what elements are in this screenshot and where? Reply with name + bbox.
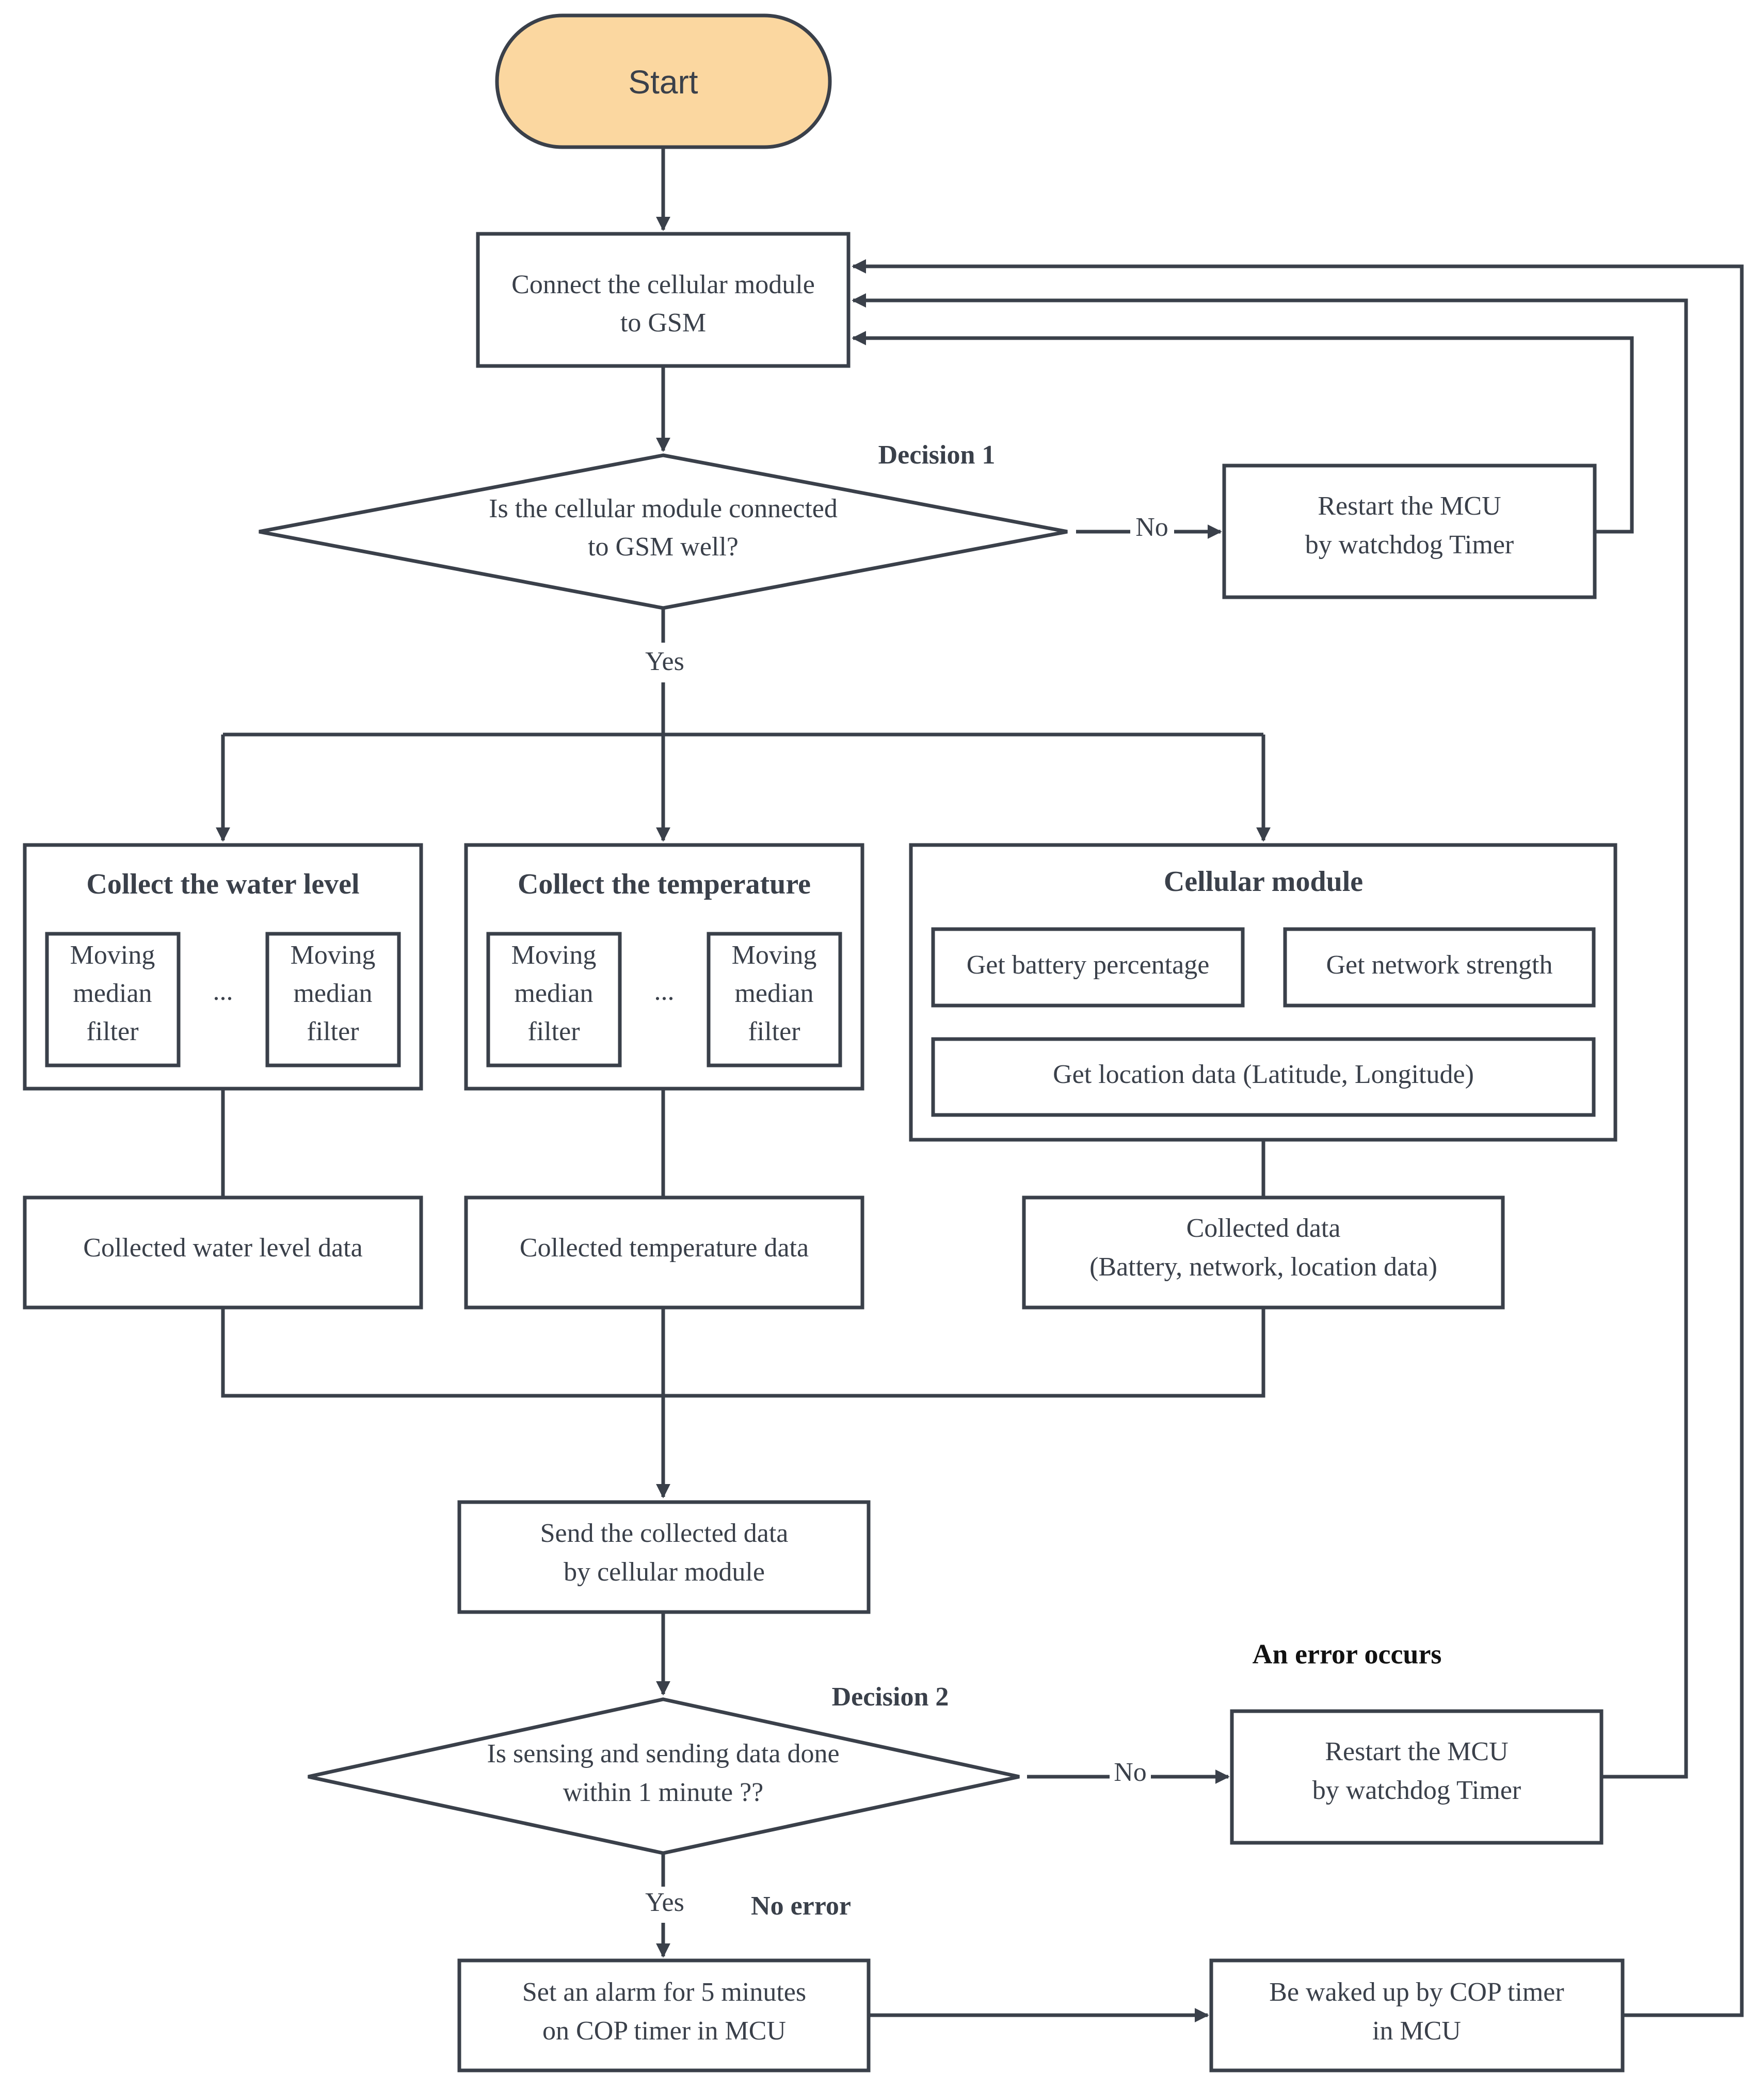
wake-box: [1209, 1958, 1625, 2072]
water-filter-1-line-3: filter: [86, 1017, 138, 1046]
restart2-line-1: Restart the MCU: [1325, 1737, 1508, 1766]
location-label: Get location data (Latitude, Longitude): [1053, 1060, 1474, 1089]
temperature-group: Collect the temperature Moving median fi…: [464, 843, 864, 1091]
water-filter-2-line-1: Moving: [291, 940, 376, 970]
start-label: Start: [628, 63, 698, 101]
restart1-node: Restart the MCU by watchdog Timer: [1222, 464, 1597, 599]
temp-ellipsis: ...: [654, 977, 675, 1006]
restart1-line-2: by watchdog Timer: [1305, 530, 1514, 560]
decision2-label: Decision 2: [832, 1682, 949, 1712]
edge-wake-loop: [852, 259, 1744, 2017]
send-box: [457, 1500, 871, 1614]
temp-filter-1-box: [486, 932, 622, 1067]
decision1-label: Decision 1: [878, 440, 996, 470]
water-filter-1-line-1: Moving: [70, 940, 155, 970]
decision1-line-2: to GSM well?: [588, 532, 739, 562]
connectors: [216, 147, 1744, 2022]
cell-data-box: [1022, 1195, 1505, 1310]
decision2-line-1: Is sensing and sending data done: [487, 1739, 839, 1768]
decision1-diamond: [259, 453, 1068, 610]
send-line-1: Send the collected data: [540, 1519, 789, 1548]
cell-data-line-1: Collected data: [1186, 1214, 1341, 1243]
water-filter-1-box: [45, 932, 181, 1067]
start-shape: [495, 13, 832, 149]
yes-label-2: Yes: [645, 1888, 684, 1917]
battery-label: Get battery percentage: [967, 950, 1210, 980]
alarm-line-2: on COP timer in MCU: [542, 2016, 786, 2046]
water-ellipsis: ...: [213, 977, 233, 1006]
edge-restart2-loop: [852, 293, 1688, 1779]
decision1-node: Is the cellular module connected to GSM …: [259, 440, 1068, 610]
network-box: [1283, 927, 1596, 1008]
location-box: [931, 1037, 1596, 1117]
alarm-box: [457, 1958, 871, 2072]
send-line-2: by cellular module: [564, 1557, 765, 1587]
cell-data-line-2: (Battery, network, location data): [1089, 1252, 1437, 1282]
wake-line-2: in MCU: [1372, 2016, 1461, 2046]
water-level-title: Collect the water level: [86, 868, 359, 900]
temp-filter-2-line-3: filter: [748, 1017, 800, 1046]
alarm-node: Set an alarm for 5 minutes on COP timer …: [457, 1958, 871, 2072]
cell-data-node: Collected data (Battery, network, locati…: [1022, 1195, 1505, 1310]
temp-data-box: [464, 1195, 864, 1310]
restart1-box: [1222, 464, 1597, 599]
wake-line-1: Be waked up by COP timer: [1269, 1978, 1564, 2007]
network-label: Get network strength: [1326, 950, 1552, 980]
temp-filter-2-box: [707, 932, 842, 1067]
battery-box: [931, 927, 1245, 1008]
error-label: An error occurs: [1253, 1638, 1442, 1669]
wake-node: Be waked up by COP timer in MCU: [1209, 1958, 1625, 2072]
temp-data-label: Collected temperature data: [520, 1233, 809, 1263]
cellular-module-title: Cellular module: [1164, 866, 1363, 898]
water-level-group: Collect the water level Moving median fi…: [23, 843, 423, 1091]
temperature-title: Collect the temperature: [518, 868, 811, 900]
send-node: Send the collected data by cellular modu…: [457, 1500, 871, 1614]
decision2-diamond: [308, 1697, 1020, 1855]
restart2-node: Restart the MCU by watchdog Timer: [1230, 1709, 1603, 1845]
temp-data-node: Collected temperature data: [464, 1195, 864, 1310]
start-node: Start: [495, 13, 832, 149]
no-error-label: No error: [751, 1891, 851, 1921]
temp-filter-1-line-3: filter: [527, 1017, 580, 1046]
restart2-box: [1230, 1709, 1603, 1845]
temp-filter-2-line-2: median: [734, 979, 813, 1008]
temp-filter-1-line-1: Moving: [511, 940, 597, 970]
restart2-line-2: by watchdog Timer: [1312, 1776, 1521, 1805]
water-filter-2-line-2: median: [293, 979, 372, 1008]
cellular-module-group: Cellular module Get battery percentage G…: [909, 843, 1617, 1142]
yes-label-1: Yes: [645, 647, 684, 676]
connect-line-2: to GSM: [620, 308, 706, 338]
connect-box: [476, 232, 851, 368]
edge-merge: [221, 1307, 1265, 1398]
temp-filter-1-line-2: median: [514, 979, 593, 1008]
no-label-2: No: [1114, 1758, 1147, 1787]
decision2-node: Is sensing and sending data done within …: [308, 1682, 1020, 1855]
water-data-label: Collected water level data: [83, 1233, 362, 1263]
connect-line-1: Connect the cellular module: [511, 270, 815, 299]
edge-restart1-loop: [852, 331, 1634, 534]
alarm-line-1: Set an alarm for 5 minutes: [522, 1978, 806, 2007]
water-data-box: [23, 1195, 423, 1310]
temp-filter-2-line-1: Moving: [732, 940, 817, 970]
water-filter-2-line-3: filter: [307, 1017, 359, 1046]
water-data-node: Collected water level data: [23, 1195, 423, 1310]
decision2-line-2: within 1 minute ??: [563, 1778, 763, 1807]
decision1-line-1: Is the cellular module connected: [489, 494, 838, 523]
water-filter-2-box: [265, 932, 401, 1067]
no-label-1: No: [1135, 513, 1168, 542]
water-filter-1-line-2: median: [73, 979, 152, 1008]
connect-node: Connect the cellular module to GSM: [476, 232, 851, 368]
restart1-line-1: Restart the MCU: [1318, 491, 1501, 521]
